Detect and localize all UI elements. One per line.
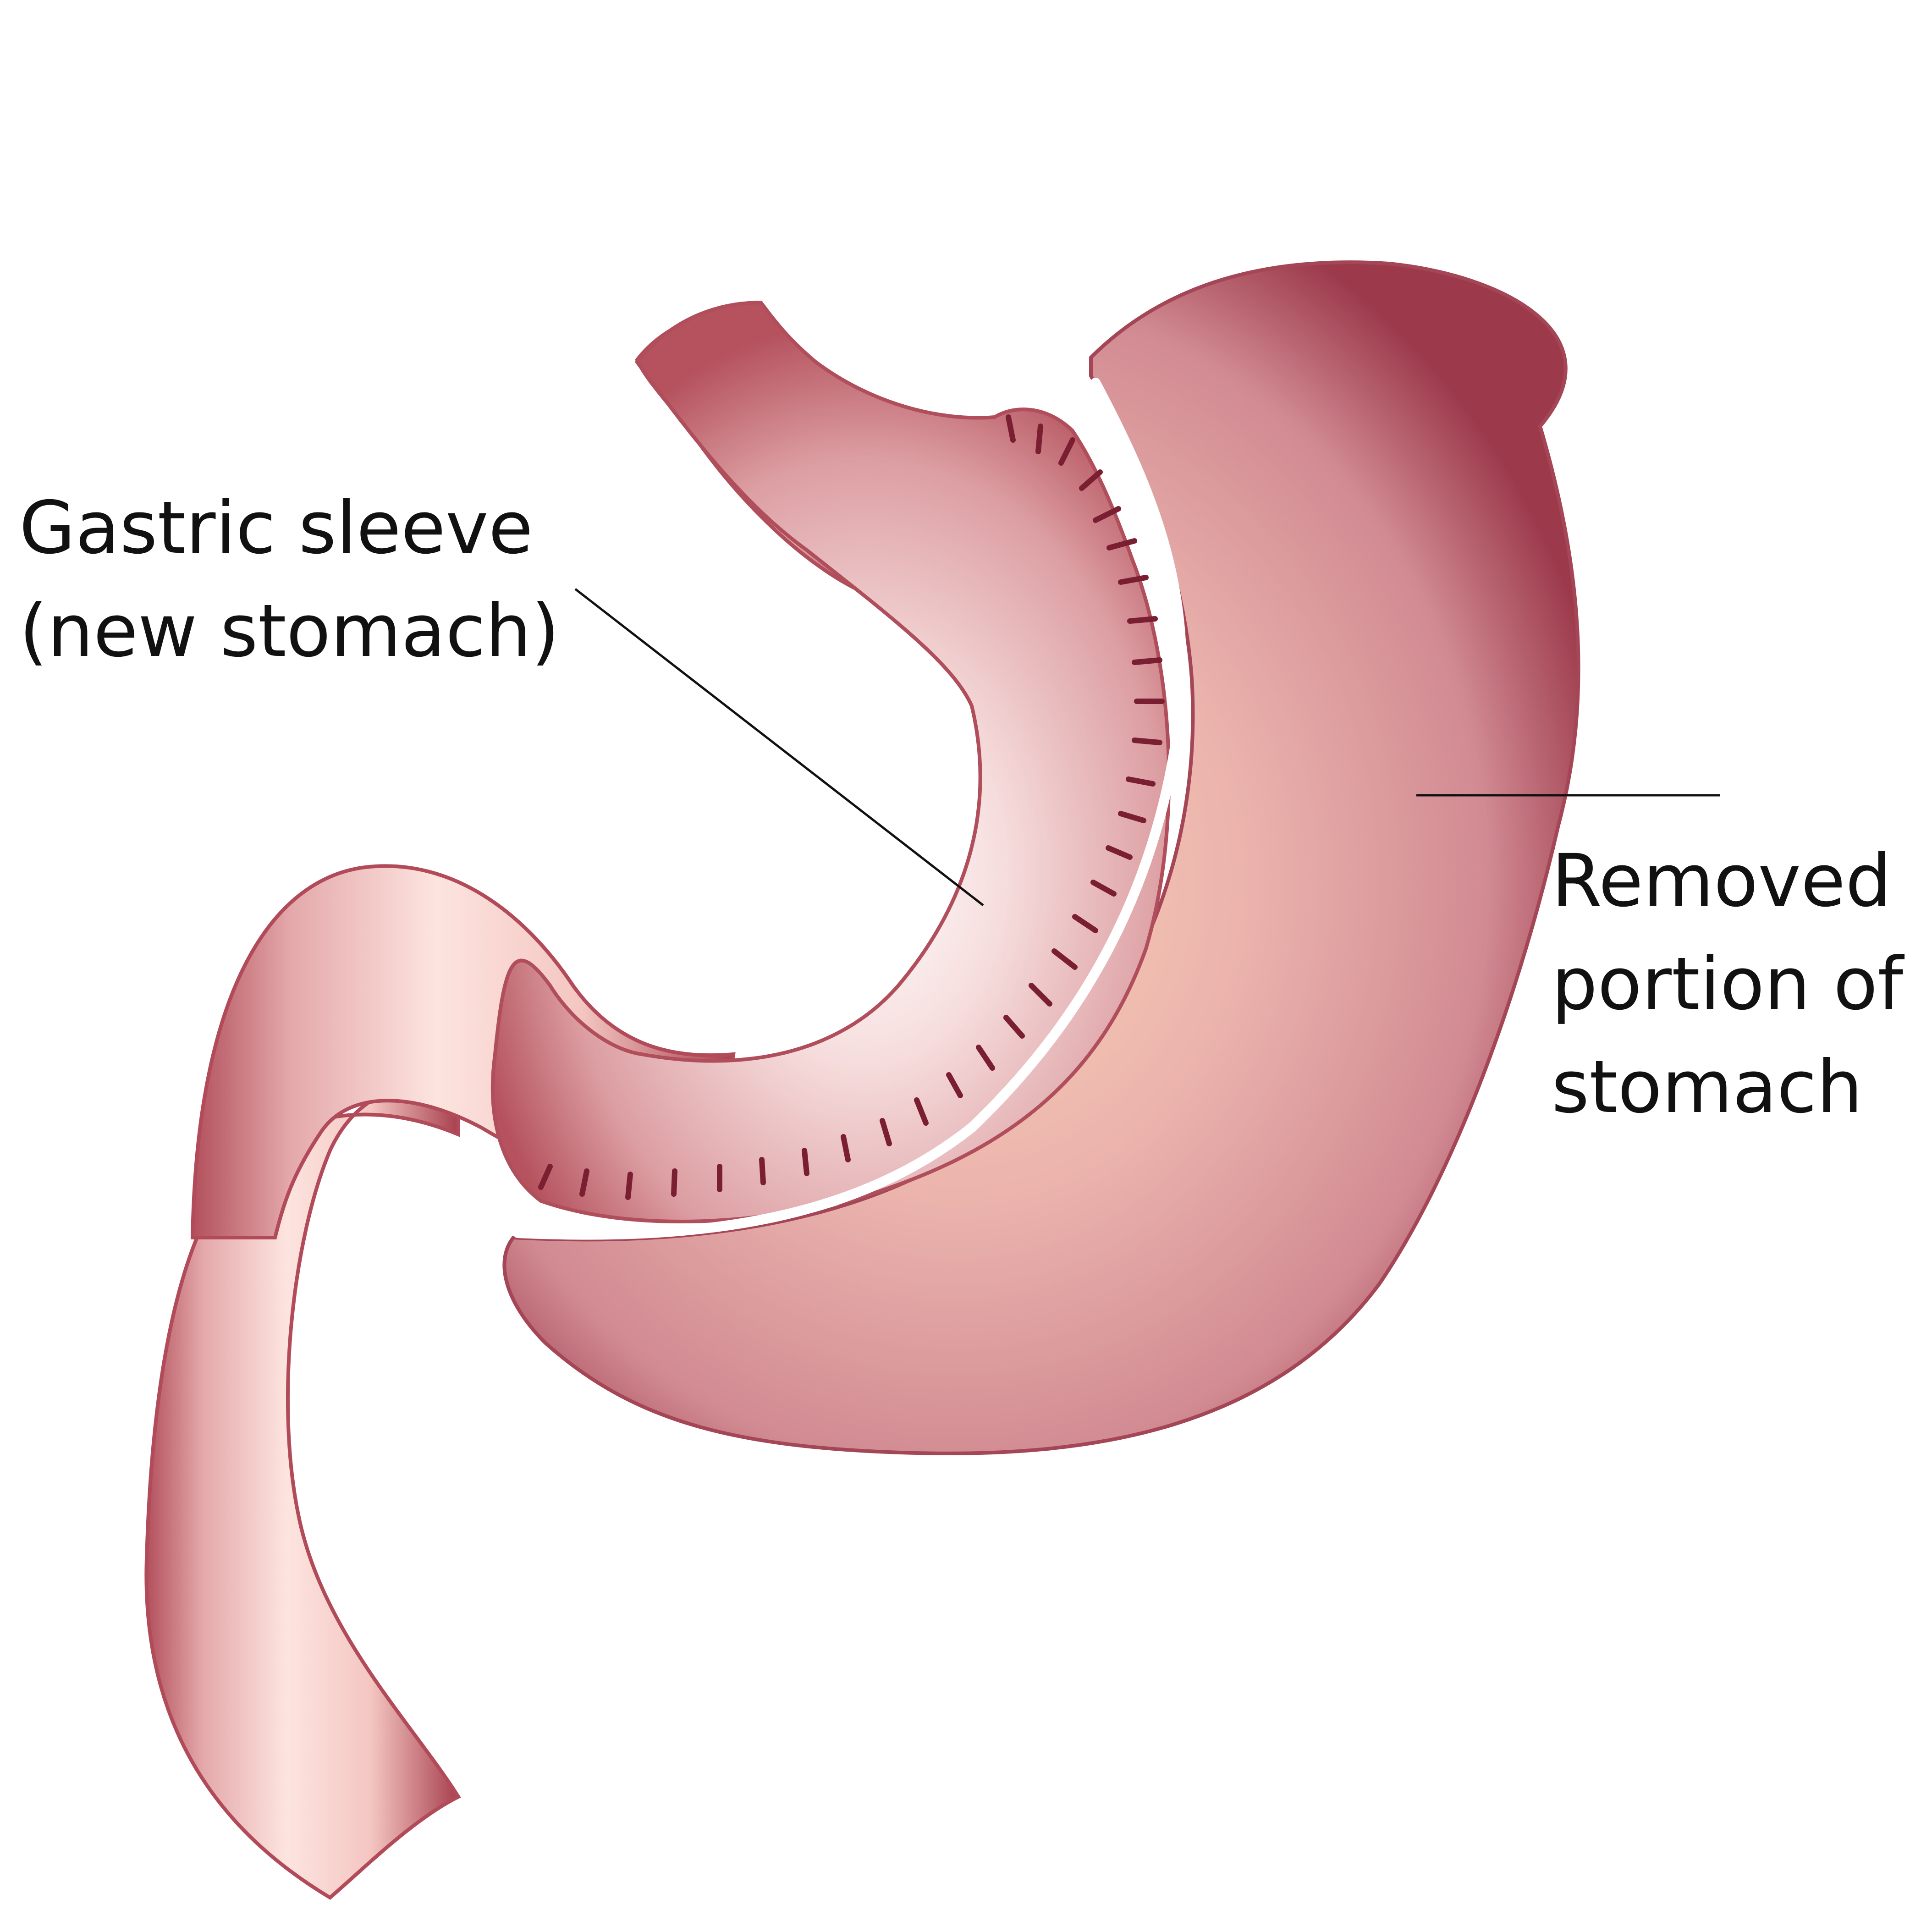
staple-mark (671, 1168, 677, 1197)
gastric-sleeve-label: Gastric sleeve (new stomach) (19, 477, 560, 683)
sleeve-leader-line (574, 588, 984, 906)
staple-mark (1006, 414, 1016, 443)
staple-mark (579, 1168, 589, 1197)
staple-mark (914, 1097, 929, 1126)
staple-mark (1058, 437, 1075, 466)
staple-mark (1106, 538, 1137, 550)
cut-line (513, 378, 1187, 1240)
gastric-sleeve-label-line1: Gastric sleeve (19, 486, 533, 570)
removed-portion-label-line3: stomach (1552, 1045, 1863, 1129)
staple-mark (1035, 424, 1043, 454)
staple-mark (946, 1072, 963, 1098)
staple-mark (880, 1118, 892, 1146)
staple-mark (1106, 845, 1133, 860)
staple-mark (1132, 657, 1162, 665)
staple-mark (1029, 983, 1052, 1007)
gastric-sleeve-label-line2: (new stomach) (19, 589, 560, 673)
staple-line (538, 414, 1165, 1200)
staple-mark (976, 1045, 995, 1071)
staple-mark (759, 1157, 766, 1185)
staple-mark (1051, 948, 1078, 970)
removed-portion-label-line1: Removed (1552, 839, 1892, 923)
staple-mark (538, 1164, 553, 1190)
staple-mark (625, 1172, 633, 1200)
removed-portion-label: Removed portion of stomach (1552, 830, 1903, 1139)
staple-mark (1072, 914, 1098, 933)
gastric-sleeve (490, 300, 1171, 1223)
staple-mark (1090, 880, 1117, 897)
staple-mark (1132, 738, 1162, 745)
removed-portion-label-line2: portion of (1552, 942, 1904, 1026)
staple-mark (802, 1148, 809, 1176)
staple-mark (1118, 575, 1149, 585)
staple-mark (1079, 469, 1103, 491)
staple-mark (1127, 616, 1158, 624)
staple-mark (1126, 776, 1156, 787)
staple-mark (1118, 811, 1146, 823)
staple-mark (1093, 506, 1121, 523)
staple-mark (841, 1134, 851, 1162)
sleeve-body (490, 300, 1171, 1223)
staple-mark (1003, 1015, 1025, 1039)
